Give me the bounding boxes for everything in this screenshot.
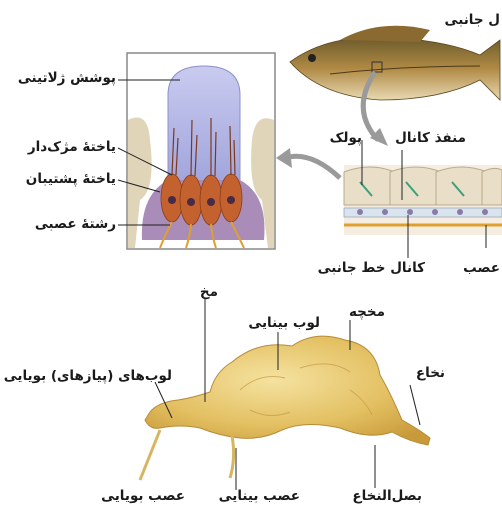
label-nerve-fiber: رشتهٔ عصبی: [2, 218, 116, 232]
fish-brain: [140, 336, 430, 480]
label-optic-lobe: لوب بینایی: [230, 317, 320, 331]
label-medulla: بصل‌النخاع: [330, 490, 422, 504]
label-olfactory-nerve: عصب بویایی: [85, 490, 185, 504]
label-lateral-line-canal: کانال خط جانبی: [305, 262, 425, 276]
label-nerve: عصب: [455, 262, 500, 276]
scales-canal: [344, 165, 502, 235]
label-scale: پولک: [318, 132, 362, 146]
label-brain: مخ: [188, 286, 218, 300]
zoom-arrow-2: [285, 156, 340, 178]
label-optic-nerve: عصب بینایی: [196, 490, 300, 504]
label-gelatinous-cover: پوشش ژلاتینی: [2, 72, 116, 86]
fish-illustration: [290, 26, 500, 100]
label-supporting-cell: یاختهٔ پشتیبان: [2, 173, 116, 187]
label-olfactory-lobes: لوب‌های (پیازهای) بویایی: [2, 370, 172, 384]
label-spinal-cord: نخاع: [395, 367, 445, 381]
label-canal-opening: منفذ کانال: [376, 132, 466, 146]
label-lateral-line: ل جانبی: [440, 14, 500, 28]
label-cerebellum: مخچه: [325, 306, 385, 320]
gelatinous-cupula: [168, 66, 240, 188]
sensory-organ-panel: [127, 53, 275, 249]
label-hair-cell: یاختهٔ مژک‌دار: [2, 141, 116, 155]
